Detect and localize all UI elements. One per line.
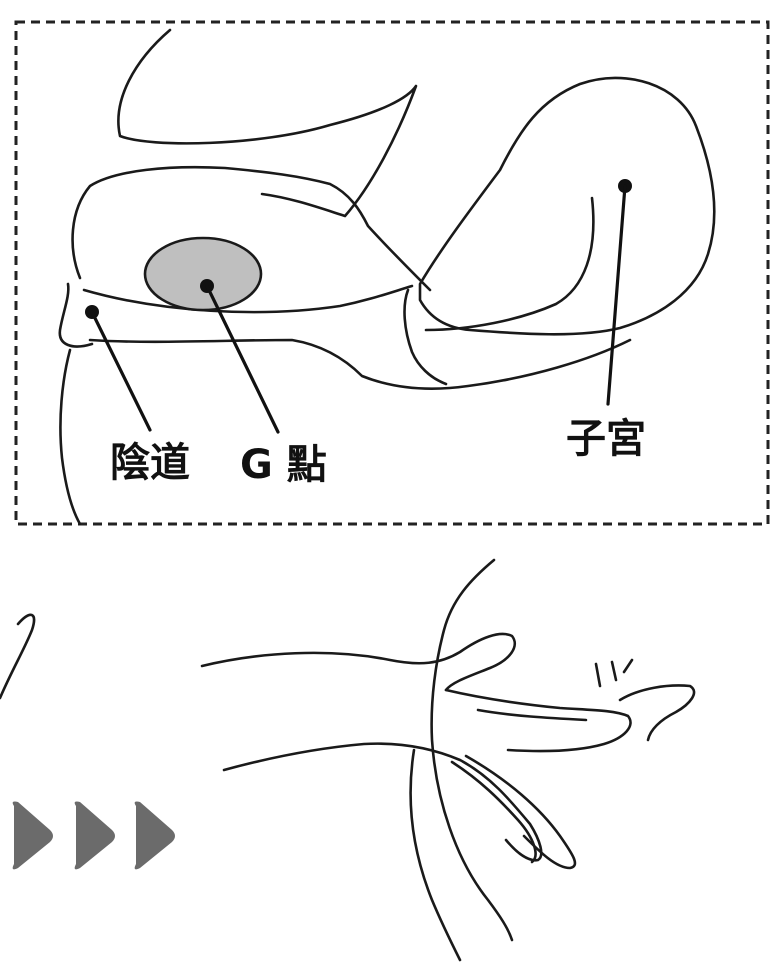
motion-mark-3 bbox=[622, 658, 634, 674]
uterus-leader-line bbox=[606, 184, 627, 406]
hand-illustration bbox=[0, 558, 696, 962]
upper-organ-outline bbox=[117, 28, 418, 218]
canal-body-outline bbox=[71, 165, 432, 292]
arrow-2 bbox=[74, 801, 115, 870]
extended-finger-outline bbox=[444, 688, 632, 753]
arm-top-outline bbox=[200, 632, 517, 692]
inset-frame bbox=[14, 20, 770, 526]
left-partial-curve bbox=[0, 613, 36, 700]
label-vagina: 陰道 bbox=[110, 440, 190, 486]
label-g-spot: G 點 bbox=[240, 442, 327, 488]
label-uterus: 子宮 bbox=[566, 416, 646, 462]
g-spot-leader-line bbox=[205, 284, 280, 434]
vagina-leader-line bbox=[90, 310, 152, 432]
forearm-curve bbox=[430, 558, 514, 942]
arrow-3 bbox=[134, 801, 175, 870]
arrow-1 bbox=[12, 801, 54, 870]
uterus-outline bbox=[418, 76, 716, 336]
motion-mark-1 bbox=[594, 662, 602, 688]
vaginal-opening-outline bbox=[58, 282, 94, 348]
finger-crease bbox=[476, 708, 588, 722]
folded-fingers-outline bbox=[450, 760, 537, 864]
lower-body-outline bbox=[88, 338, 632, 391]
right-body-curve bbox=[618, 684, 696, 742]
canal-lower-outline bbox=[82, 284, 414, 314]
left-thigh-curve bbox=[59, 348, 82, 526]
g-spot-area bbox=[143, 236, 263, 312]
arm-bottom-outline bbox=[222, 742, 543, 862]
lower-body-curve bbox=[409, 748, 462, 962]
motion-mark-2 bbox=[610, 660, 618, 682]
direction-arrows bbox=[12, 801, 175, 870]
anatomy-inset: 陰道 G 點 子宮 bbox=[58, 28, 716, 526]
uterus-inner-fold bbox=[424, 196, 595, 332]
cervix-seam bbox=[403, 288, 448, 386]
folded-finger-second bbox=[464, 754, 577, 870]
